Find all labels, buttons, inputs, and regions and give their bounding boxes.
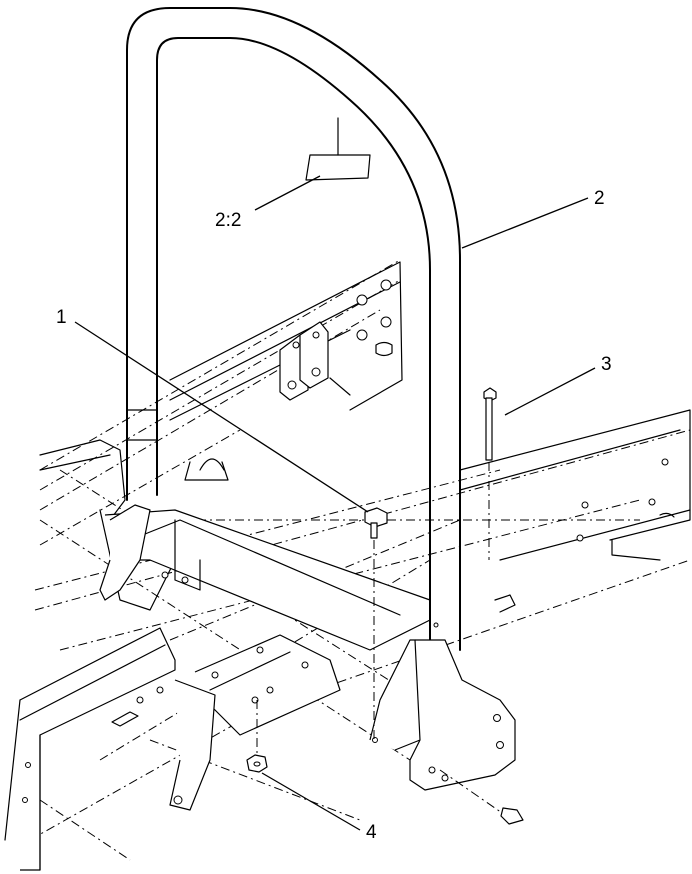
callout-4: 4 xyxy=(366,822,377,843)
latch-plates xyxy=(279,321,351,401)
nut-item-4 xyxy=(246,700,268,773)
left-frame xyxy=(39,439,431,651)
leaders xyxy=(74,175,596,831)
bolt-item-3 xyxy=(483,387,497,560)
rear-bolt xyxy=(439,769,524,825)
rollbar xyxy=(99,7,516,791)
callout-3: 3 xyxy=(601,354,612,375)
callout-2: 2 xyxy=(594,188,605,209)
center-bracket xyxy=(169,634,341,811)
right-frame-rail xyxy=(459,409,691,613)
upper-frame-member xyxy=(169,261,403,421)
front-cover-plate xyxy=(4,627,176,871)
callout-1: 1 xyxy=(56,307,67,328)
callout-decal: 2:2 xyxy=(215,210,241,231)
decal xyxy=(305,117,371,181)
capscrew-item-1 xyxy=(364,507,388,740)
